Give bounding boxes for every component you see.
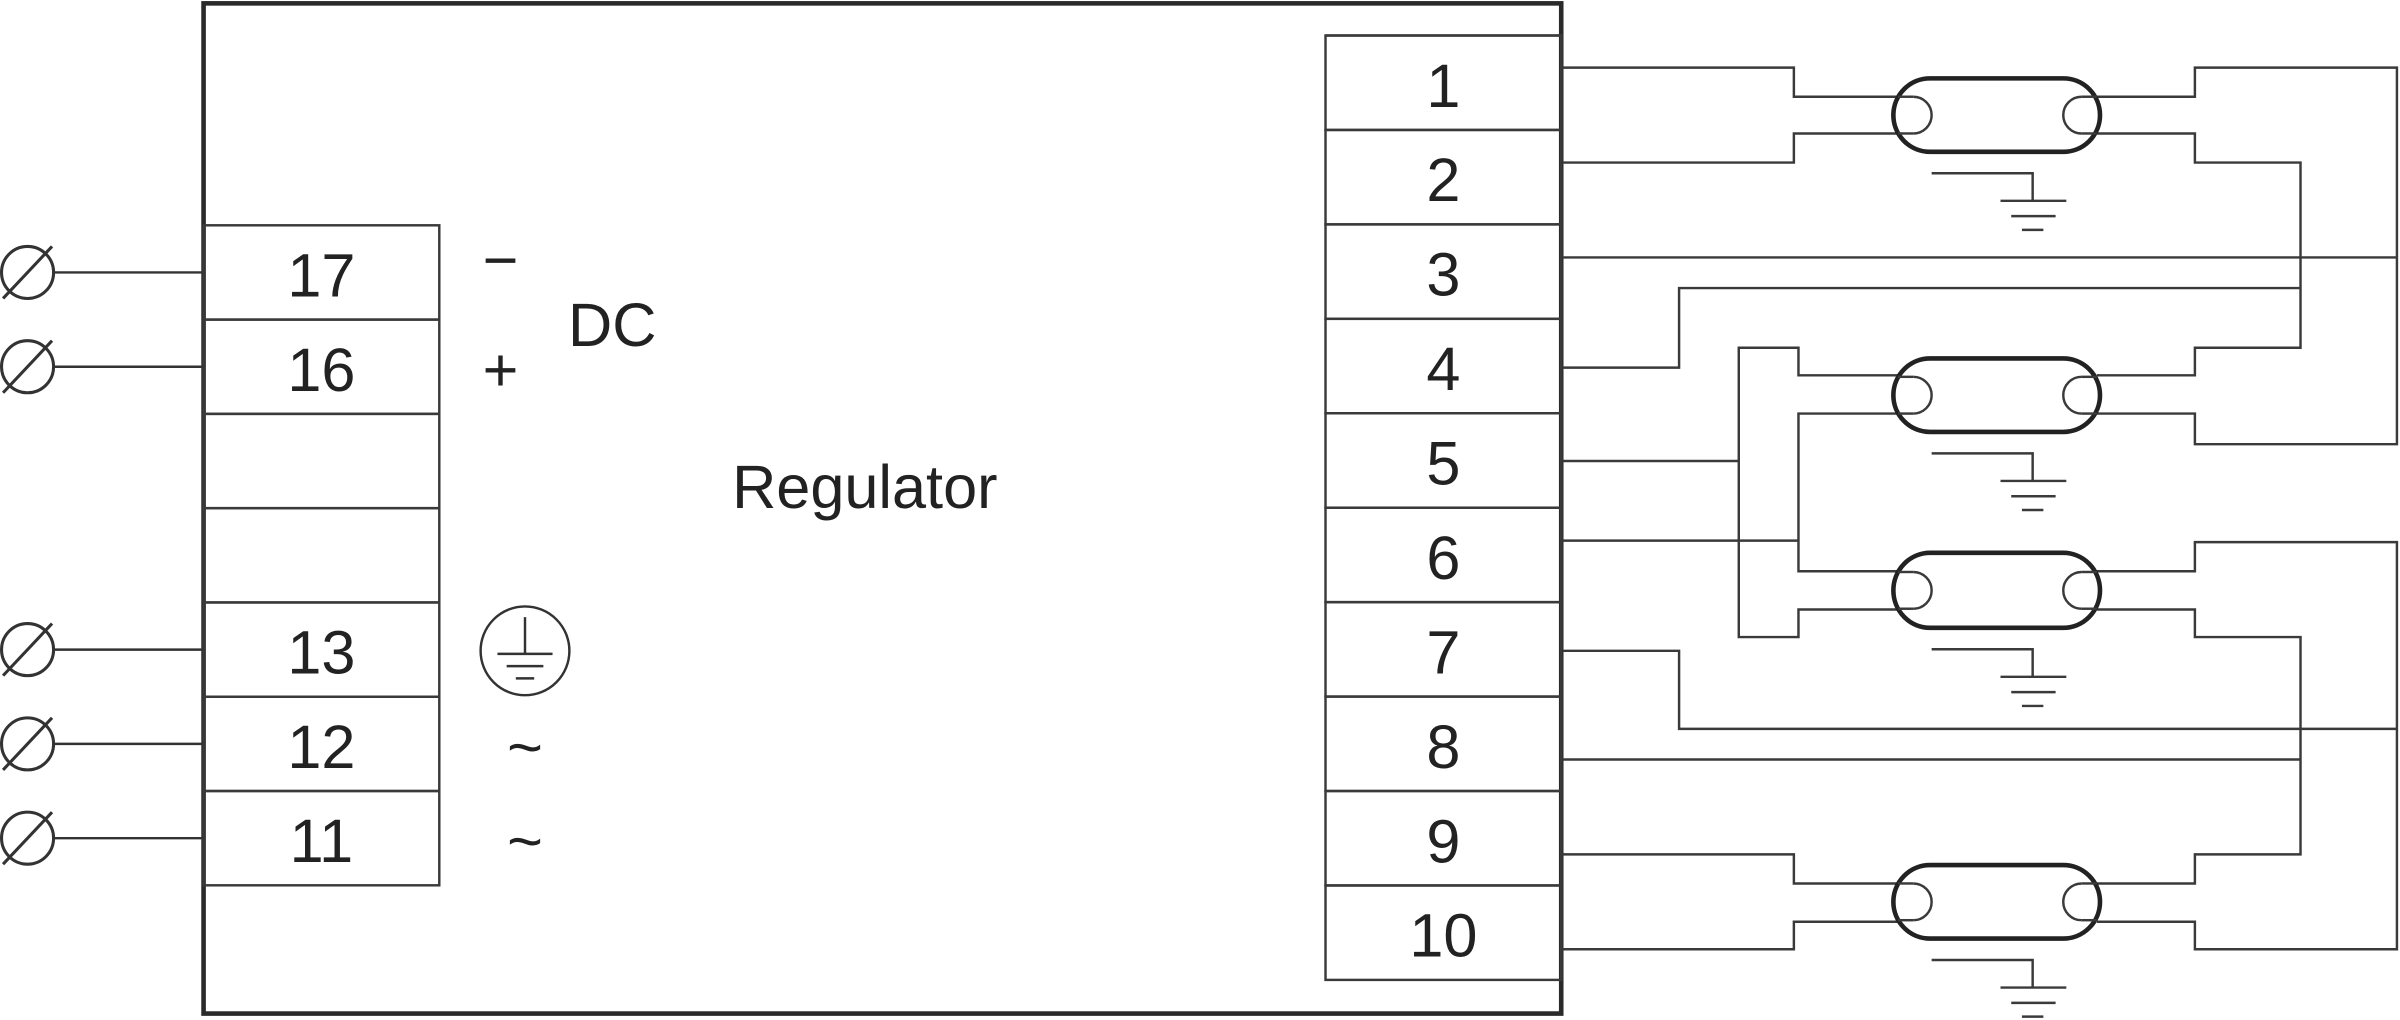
terminal-number: 2: [1426, 146, 1460, 214]
terminal-number: 3: [1426, 241, 1460, 309]
wire: [1797, 412, 1898, 573]
wiring: [1562, 66, 2399, 951]
screw-terminal-icon: [0, 716, 204, 772]
dc-label: DC: [568, 291, 656, 359]
wire: [1562, 649, 2397, 731]
wire: [2096, 66, 2399, 446]
terminal-polarity-label: +: [483, 336, 519, 404]
terminal-polarity-label: ~: [507, 807, 543, 875]
ground-icon: [1931, 648, 2067, 708]
lamps: [1891, 76, 2103, 1018]
screw-terminal-icon: [0, 244, 204, 301]
earth-symbol-icon: [479, 605, 571, 697]
wire: [2096, 132, 2302, 377]
terminal-number: 1: [1426, 52, 1460, 120]
terminal-number: 12: [287, 713, 355, 781]
terminal-number: 11: [290, 807, 354, 875]
terminal-number: 16: [287, 336, 355, 404]
lamp-icon: [1891, 550, 2103, 631]
terminal-number: 4: [1426, 335, 1460, 403]
wire: [1737, 346, 1898, 639]
terminal-number: 5: [1426, 430, 1460, 498]
wire: [1562, 853, 1898, 885]
wire: [1562, 132, 1898, 164]
terminal-number: 6: [1426, 524, 1460, 592]
terminal-cell: [202, 412, 441, 510]
ground-icon: [1931, 958, 2067, 1018]
wire: [1562, 286, 2301, 369]
terminal-number: 8: [1426, 713, 1460, 781]
lamp-icon: [1891, 76, 2103, 155]
ground-icon: [1931, 172, 2067, 232]
regulator-label: Regulator: [732, 453, 997, 521]
wire: [2096, 540, 2399, 951]
terminal-number: 10: [1409, 902, 1477, 970]
screw-terminal-icon: [0, 810, 204, 866]
lamp-icon: [1891, 356, 2103, 435]
lamp-icon: [1891, 862, 2103, 941]
right-terminal-block: 1 2 3 4 5 6 7 8 9 10: [1324, 34, 1563, 982]
screw-terminal-icon: [0, 339, 204, 395]
terminal-polarity-label: −: [483, 226, 519, 294]
terminal-cell: [202, 506, 441, 604]
terminal-polarity-label: ~: [507, 713, 543, 781]
screw-terminal-icon: [0, 622, 204, 678]
terminal-number: 7: [1426, 618, 1460, 686]
terminal-cell: [1324, 884, 1563, 982]
wire: [1562, 66, 1898, 98]
wire: [1562, 920, 1898, 951]
terminal-number: 13: [287, 619, 355, 687]
terminal-number: 17: [287, 242, 355, 310]
wire: [2096, 608, 2302, 885]
terminal-number: 9: [1426, 807, 1460, 875]
left-terminal-block: 17 − 16 +13 12 ~11 ~: [0, 224, 543, 887]
ground-icon: [1931, 452, 2067, 512]
